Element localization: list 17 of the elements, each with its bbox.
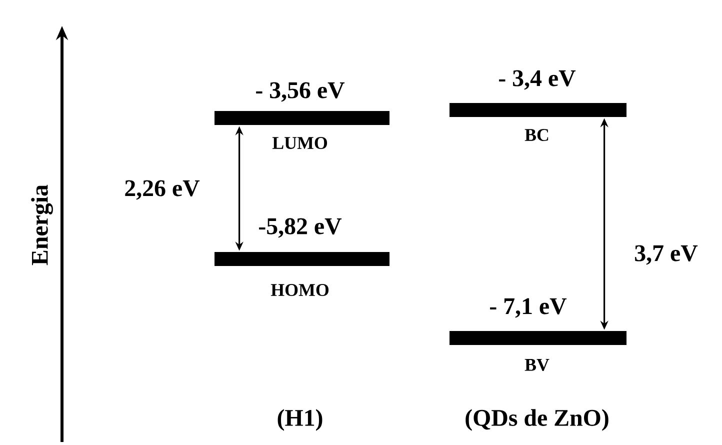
level-label: BV — [524, 358, 550, 371]
energy-level-bar — [450, 331, 626, 345]
energy-value: - 7,1 eV — [490, 298, 567, 318]
level-label: BC — [524, 128, 548, 142]
energy-level-bar — [450, 103, 626, 117]
energy-value: -5,82 eV — [259, 218, 342, 238]
energy-level-bar — [214, 252, 390, 266]
energy-value: - 3,4 eV — [499, 70, 576, 90]
column-label: (QDs de ZnO) — [466, 409, 608, 431]
edge-label: 3,7 eV — [633, 244, 699, 266]
energy-level-bar — [214, 111, 390, 125]
energy-value: - 3,56 eV — [256, 82, 345, 102]
edge-label: 2,26 eV — [123, 179, 201, 201]
axis-label: Energia — [31, 184, 53, 266]
column-label: (H1) — [278, 409, 322, 431]
level-label: HOMO — [270, 284, 329, 296]
level-label: LUMO — [272, 136, 328, 150]
